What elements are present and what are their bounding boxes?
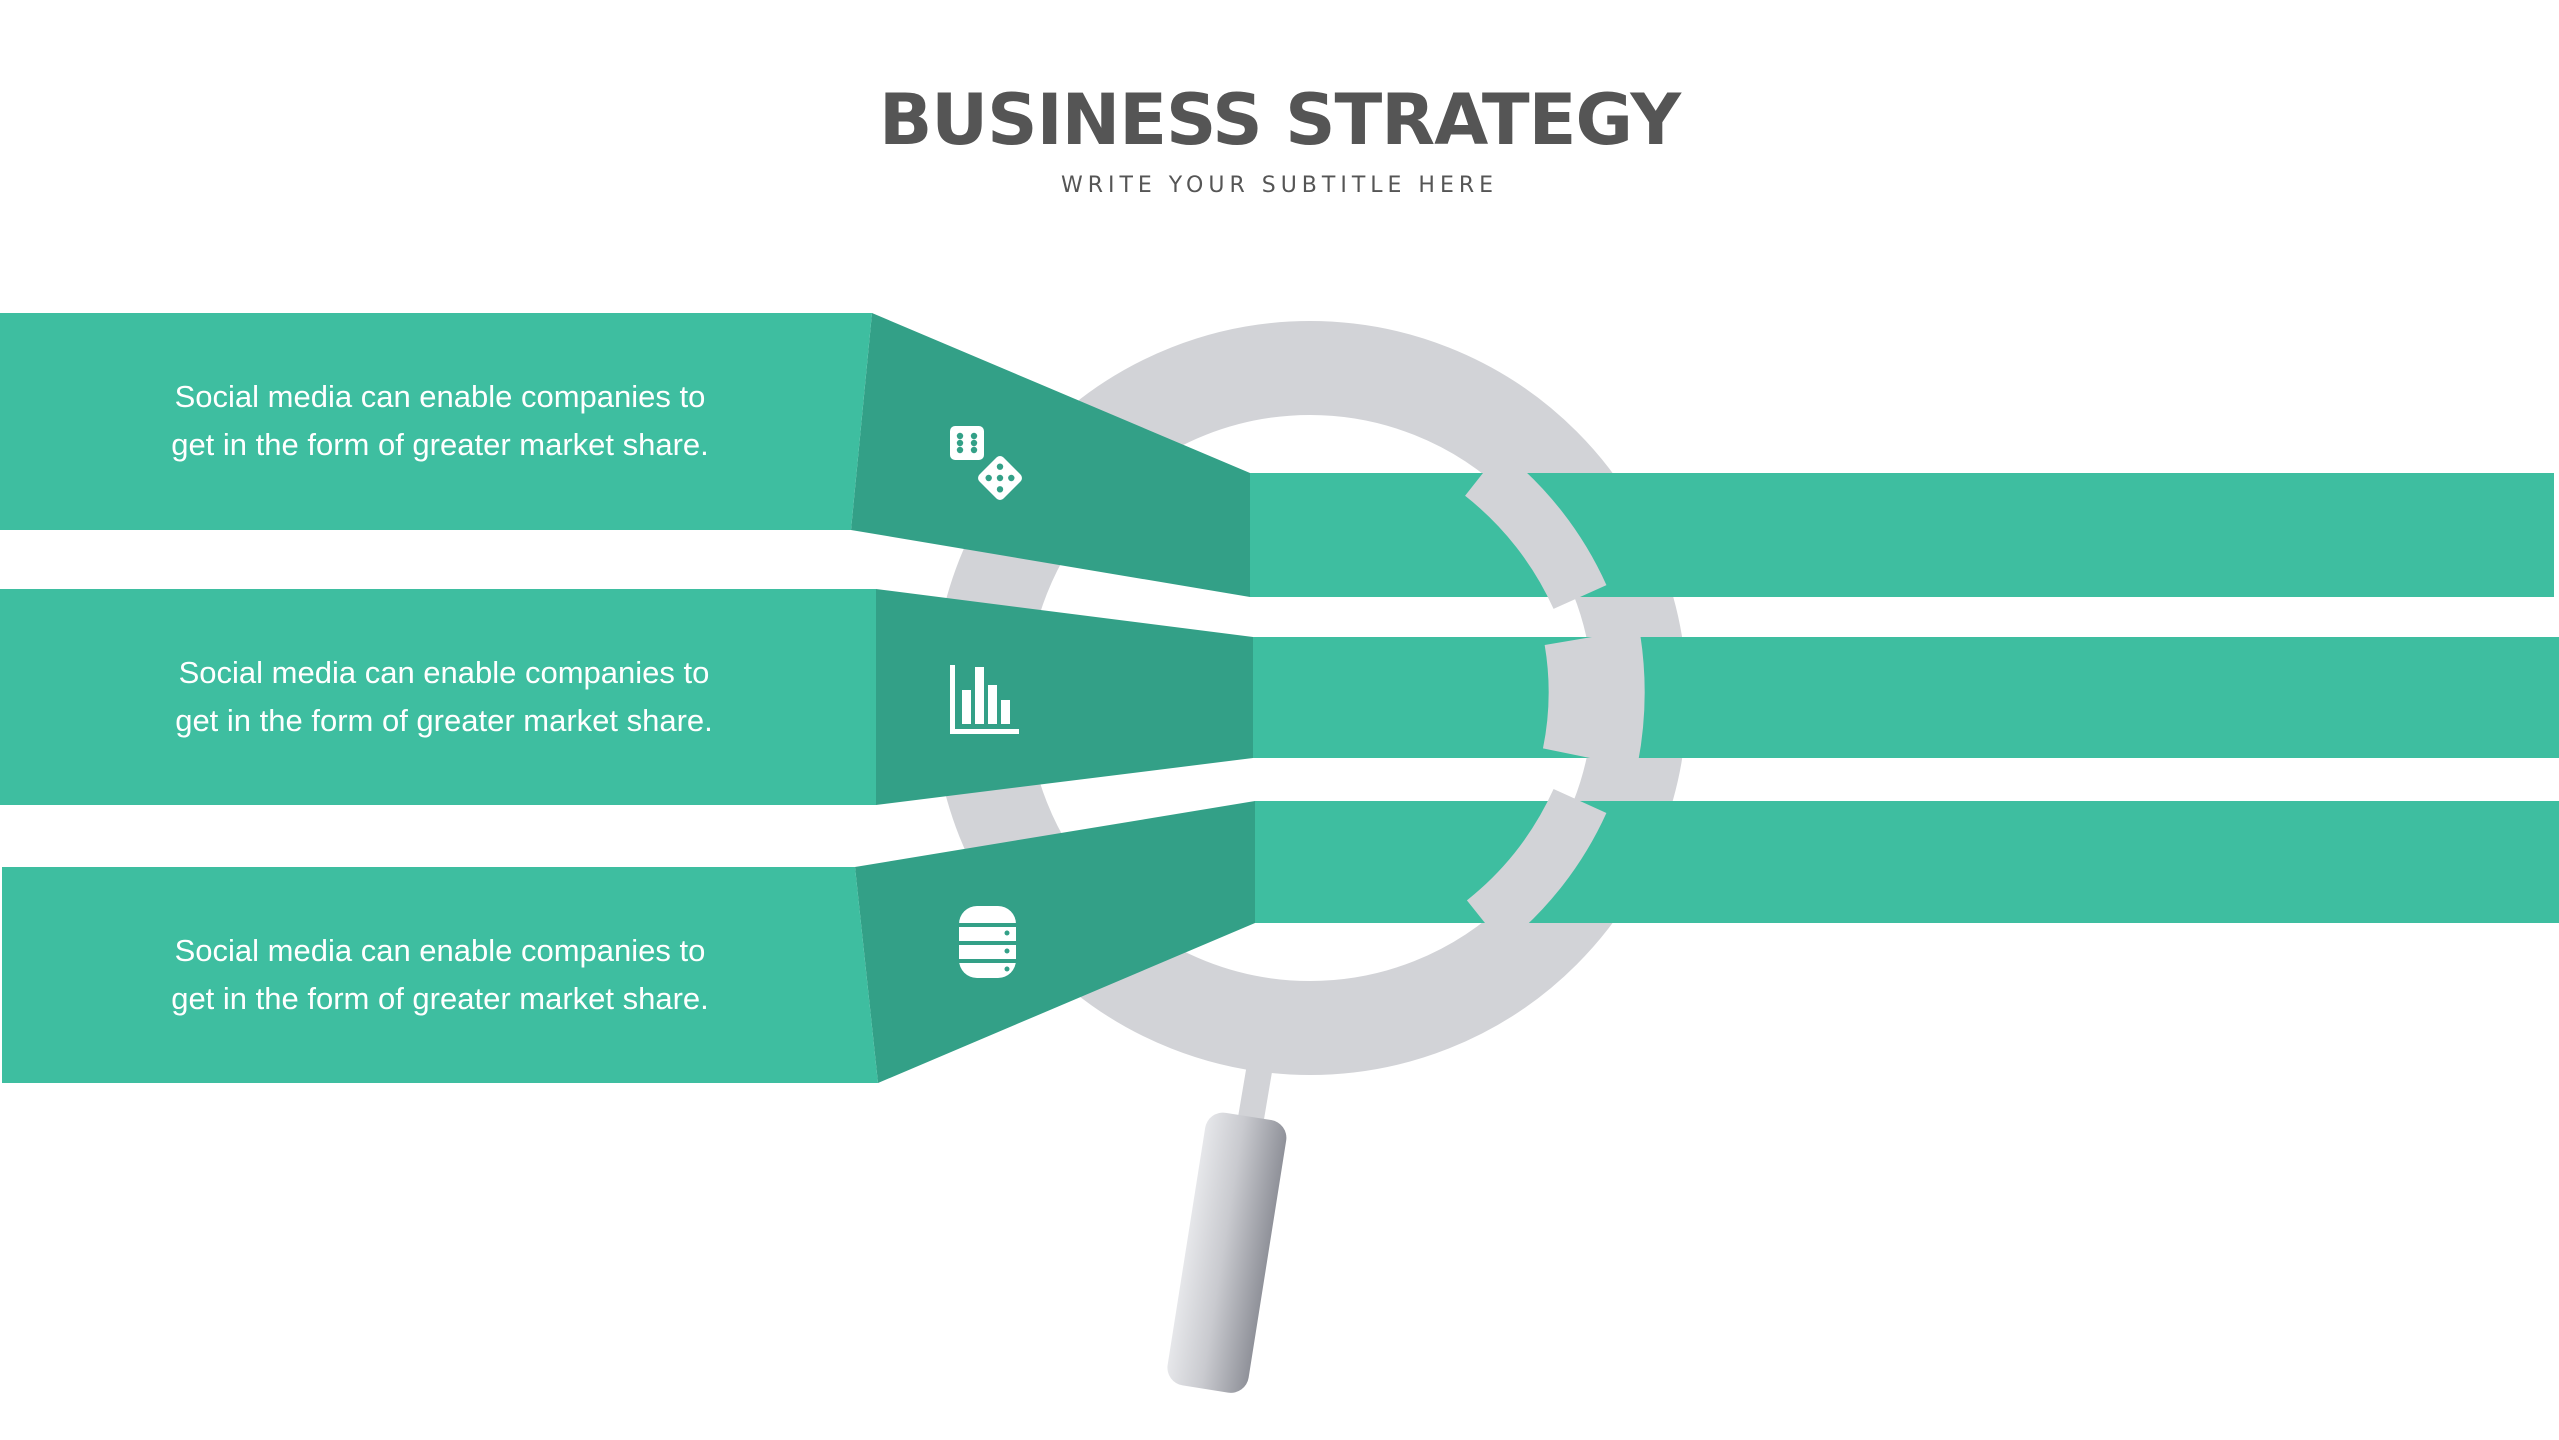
slide-title: BUSINESS STRATEGY: [878, 79, 1681, 161]
magnifier-ring-overlay-mid: [1542, 628, 1645, 768]
connector-2: [876, 589, 1253, 805]
item-text-2: Social media can enable companies to get…: [124, 649, 764, 745]
item-text-line: get in the form of greater market share.: [171, 981, 709, 1016]
connector-3: [855, 801, 1255, 1083]
magnifier-handle: [1167, 1112, 1287, 1393]
item-text-3: Social media can enable companies to get…: [120, 927, 760, 1023]
left-band-3: [2, 867, 878, 1083]
right-band-2: [1253, 637, 2559, 758]
item-text-line: Social media can enable companies to: [174, 379, 706, 414]
slide-subtitle: WRITE YOUR SUBTITLE HERE: [1060, 173, 1499, 198]
bar-chart-icon: [950, 665, 1019, 734]
connector-1: [851, 313, 1250, 597]
item-text-line: get in the form of greater market share.: [175, 703, 713, 738]
item-text-line: Social media can enable companies to: [174, 933, 706, 968]
item-text-line: get in the form of greater market share.: [171, 427, 709, 462]
magnifier-ring-overlay-bottom: [1466, 788, 1607, 946]
dice-icon: [950, 426, 1022, 500]
left-band-1: [0, 313, 872, 530]
item-text-1: Social media can enable companies to get…: [120, 373, 760, 469]
item-text-line: Social media can enable companies to: [178, 655, 710, 690]
right-band-3: [1255, 801, 2559, 923]
database-icon: [959, 906, 1016, 978]
magnifier-ring-overlay-top: [1464, 450, 1607, 610]
left-band-2: [0, 589, 876, 805]
right-band-1: [1250, 473, 2554, 597]
